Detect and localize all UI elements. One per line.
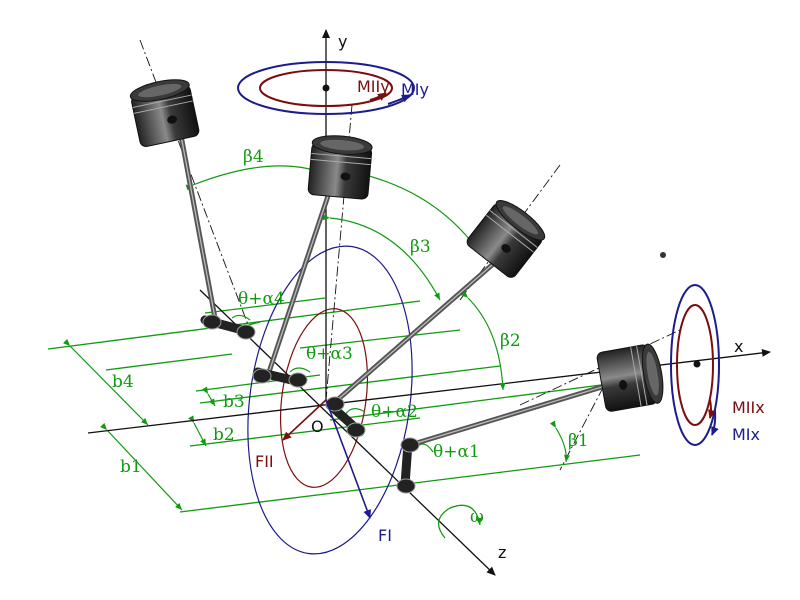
offset-dimensions — [62, 338, 216, 511]
theta1-label: θ+α1 — [433, 442, 480, 462]
piston-1 — [596, 343, 664, 412]
y-axis-dot — [322, 84, 330, 92]
primary-force-label: FI — [378, 526, 392, 545]
secondary-force-ellipse — [279, 308, 369, 488]
z-axis-label: z — [498, 543, 506, 562]
labels: y x z O β4 β3 β2 β1 θ+α4 θ+α3 θ+α2 θ+α1 … — [112, 32, 765, 562]
beta2-label: β2 — [500, 331, 521, 351]
omega-label: ω — [470, 507, 484, 527]
piston-3 — [307, 135, 373, 200]
primary-moment-x-label: MIx — [732, 425, 760, 444]
secondary-moment-y-label: MIIy — [357, 77, 390, 96]
x-axis-dot — [693, 360, 701, 368]
b3-label: b3 — [223, 392, 245, 412]
primary-force-vector — [325, 399, 371, 519]
secondary-moment-x-label: MIIx — [732, 398, 765, 417]
moment-rings-x — [670, 284, 720, 446]
primary-moment-y-label: MIy — [401, 80, 429, 99]
origin-label: O — [311, 417, 324, 436]
piston-2 — [466, 200, 546, 278]
beta1-label: β1 — [568, 431, 589, 451]
piston-4 — [129, 79, 200, 148]
beta4-label: β4 — [243, 147, 264, 167]
crank-pins — [202, 314, 420, 494]
theta4-label: θ+α4 — [238, 289, 285, 309]
beta3-label: β3 — [410, 237, 431, 257]
theta3-label: θ+α3 — [306, 344, 353, 364]
x-axis-label: x — [734, 337, 743, 356]
reference-dot — [660, 252, 666, 258]
b1-label: b1 — [120, 457, 142, 477]
secondary-force-label: FII — [255, 452, 274, 471]
theta2-label: θ+α2 — [371, 402, 418, 422]
moment-rings-y — [237, 61, 415, 115]
b2-label: b2 — [213, 425, 235, 445]
y-axis-label: y — [338, 32, 347, 51]
omega-rotation-arrow — [438, 504, 482, 539]
b4-label: b4 — [112, 372, 134, 392]
secondary-force-vector — [282, 399, 327, 441]
